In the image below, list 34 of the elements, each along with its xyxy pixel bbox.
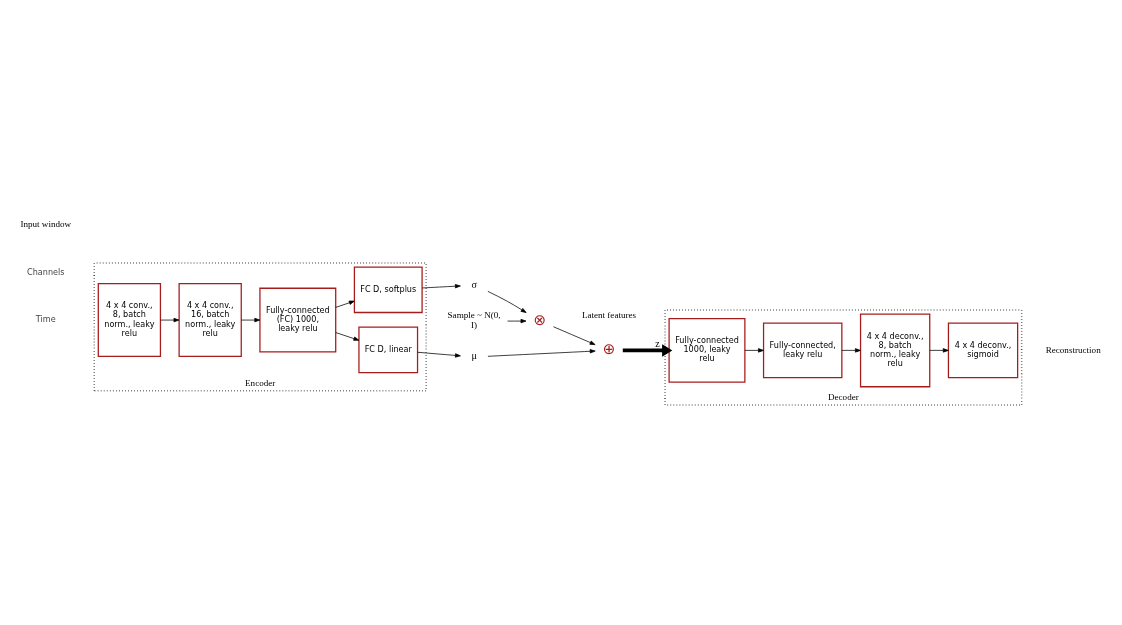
label: Channels [27, 266, 65, 277]
arrow [744, 348, 764, 353]
arrow [160, 317, 180, 323]
node-box: FC D, softplus [353, 266, 423, 314]
node-box: 4 x 4 conv., 8, batch norm., leaky relu [97, 283, 162, 358]
label: Reconstruction [1045, 344, 1101, 355]
node-box: FC D, linear [358, 326, 419, 374]
node-text: σ [471, 278, 477, 290]
edge-label: z [655, 338, 660, 350]
arrow [335, 300, 355, 308]
node-box: Fully-connected 1000, leaky relu [668, 317, 746, 383]
node-text: ⊕ [602, 340, 616, 359]
arrow [841, 348, 861, 353]
label: Input window [20, 219, 72, 230]
arrow [417, 351, 461, 358]
node-box: 4 x 4 conv., 16, batch norm., leaky relu [178, 283, 242, 358]
arrow [622, 344, 673, 357]
arrow [487, 291, 527, 313]
arrow [929, 348, 949, 353]
node-text: ⊗ [533, 310, 547, 329]
node-box: Fully-connected, leaky relu [762, 322, 843, 379]
arrow [553, 326, 596, 346]
arrow [335, 332, 360, 341]
node-box: Fully-connected (FC) 1000, leaky relu [259, 287, 337, 353]
arrow [421, 284, 461, 289]
node-text: Sample ~ N(0, I) [447, 310, 501, 331]
label: Latent features [581, 310, 637, 321]
arrow [507, 318, 527, 324]
arrow [487, 349, 596, 357]
node-text: μ [471, 350, 477, 362]
label: Time [35, 314, 56, 324]
node-box: 4 x 4 deconv., sigmoid [947, 322, 1019, 379]
arrow [241, 317, 261, 323]
node-box: 4 x 4 deconv., 8, batch norm., leaky relu [859, 313, 931, 388]
